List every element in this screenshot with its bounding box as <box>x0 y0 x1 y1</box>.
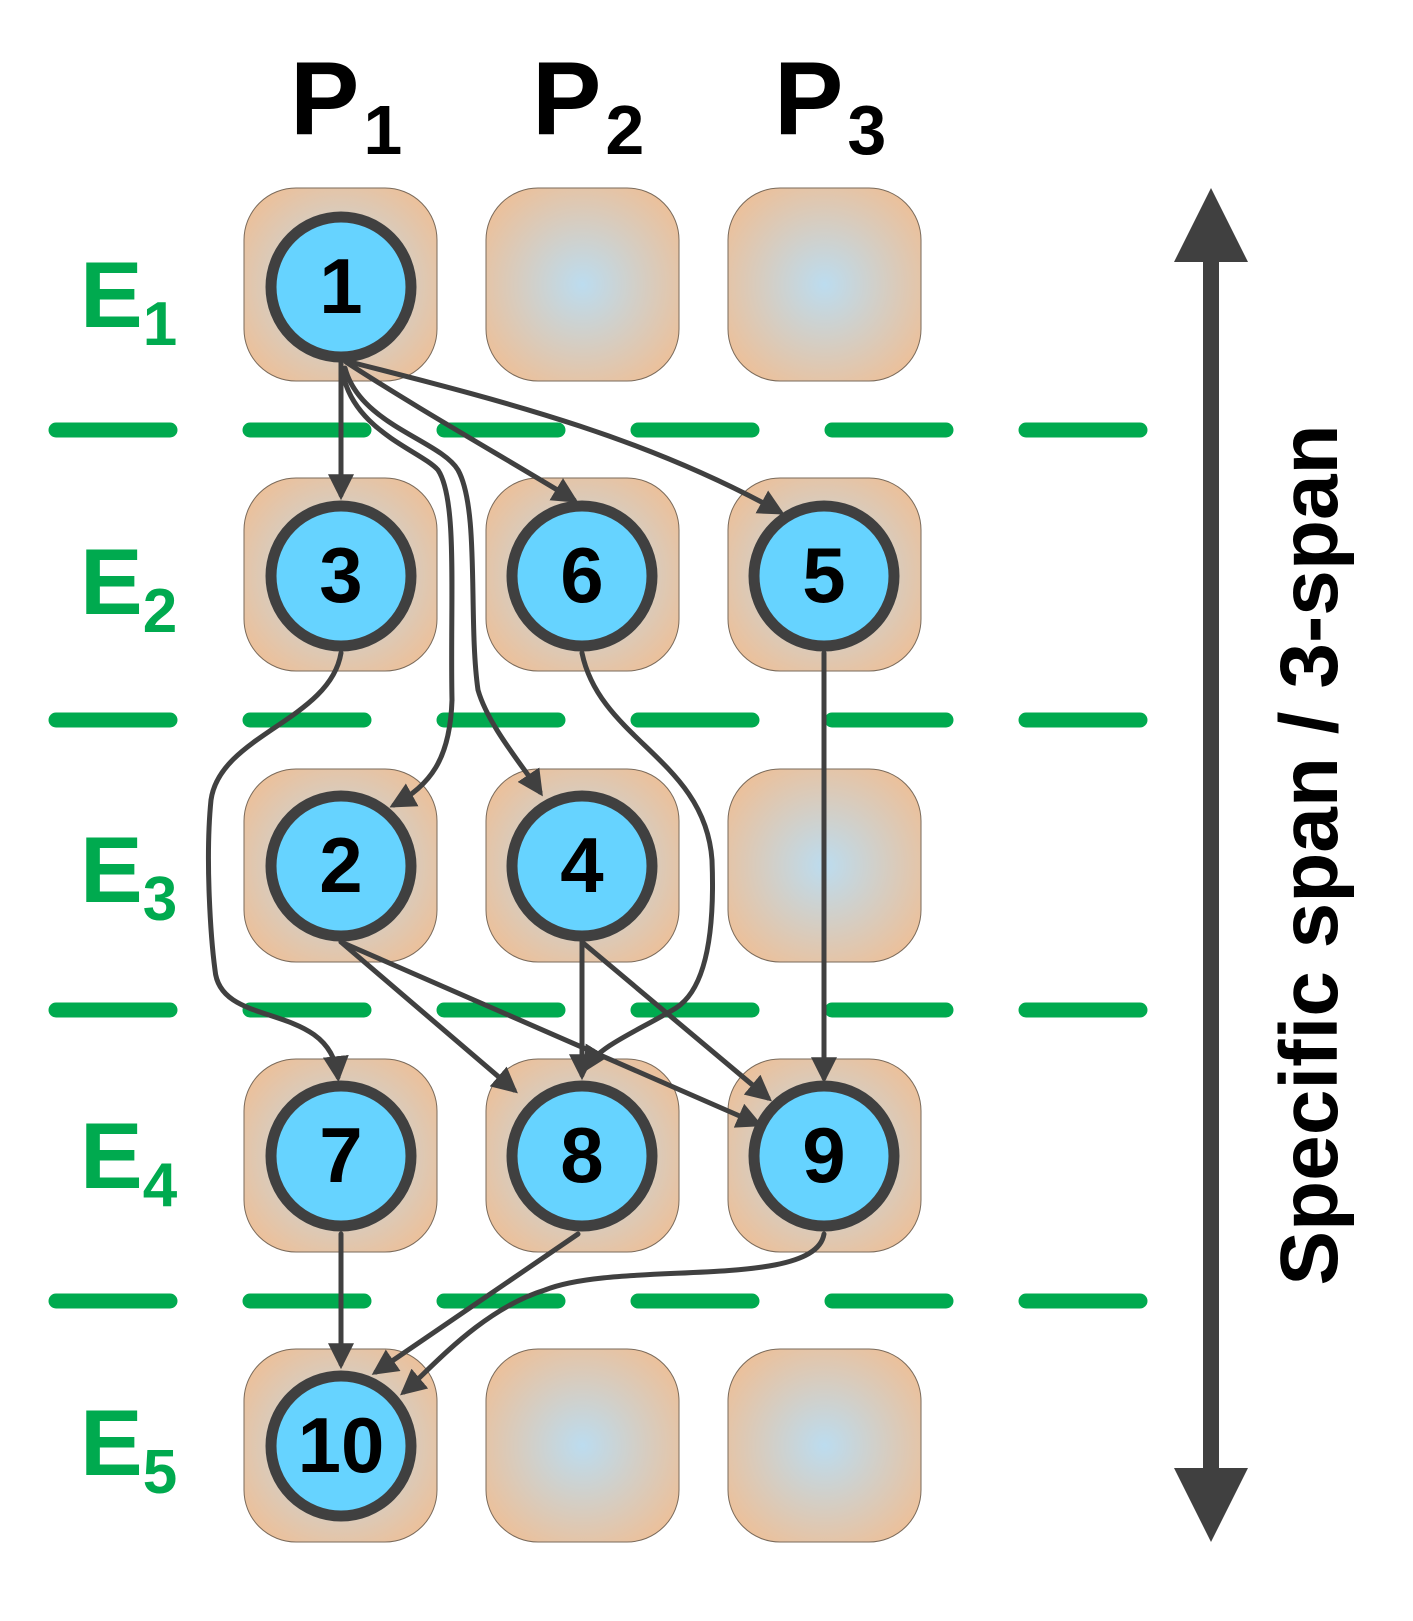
edge-8-to-10 <box>371 1231 581 1375</box>
row-label-e1: E1 <box>80 242 177 359</box>
node-label: 6 <box>560 531 603 619</box>
node-4: 4 <box>506 790 658 942</box>
node-label: 7 <box>319 1111 362 1199</box>
row-label-e3: E3 <box>80 817 177 934</box>
slot <box>727 187 922 382</box>
span-arrow-head-down <box>1174 1468 1248 1542</box>
span-arrow-head-up <box>1174 188 1248 262</box>
slot <box>485 1348 680 1543</box>
edges <box>205 359 837 1396</box>
slot <box>485 187 680 382</box>
node-circle <box>265 1370 417 1522</box>
node-8: 8 <box>506 1080 658 1232</box>
edge-6-to-8 <box>579 650 716 1073</box>
column-header-p1: P1 <box>290 41 402 169</box>
node-circle <box>265 1080 417 1232</box>
node-label: 4 <box>560 821 603 909</box>
node-circle <box>506 790 658 942</box>
node-circle <box>265 211 417 363</box>
node-label: 3 <box>319 531 362 619</box>
row-label-e5: E5 <box>80 1390 177 1507</box>
edge-2-to-9 <box>338 939 763 1128</box>
row-label-e2: E2 <box>80 529 177 646</box>
edge-1-to-5 <box>347 359 785 515</box>
node-label: 5 <box>802 531 845 619</box>
node-circle <box>748 1080 900 1232</box>
node-10: 10 <box>265 1370 417 1522</box>
span-label: Specific span / 3-span <box>1264 424 1355 1285</box>
node-label: 2 <box>319 821 362 909</box>
column-header-p3: P3 <box>774 41 886 169</box>
node-label: 8 <box>560 1111 603 1199</box>
node-1: 1 <box>265 211 417 363</box>
column-header-p2: P2 <box>532 41 644 169</box>
edge-1-to-4 <box>342 365 543 797</box>
node-label: 9 <box>802 1111 845 1199</box>
node-7: 7 <box>265 1080 417 1232</box>
node-5: 5 <box>748 500 900 652</box>
node-3: 3 <box>265 500 417 652</box>
slot <box>727 1348 922 1543</box>
node-circle <box>748 500 900 652</box>
node-circle <box>506 1080 658 1232</box>
span-arrow <box>1174 188 1248 1542</box>
edge-1-to-2 <box>339 365 455 808</box>
edge-9-to-10 <box>400 1231 827 1396</box>
node-circle <box>265 790 417 942</box>
node-label: 1 <box>319 242 362 330</box>
row-label-e4: E4 <box>80 1103 178 1220</box>
node-6: 6 <box>506 500 658 652</box>
node-circle <box>265 500 417 652</box>
node-2: 2 <box>265 790 417 942</box>
node-9: 9 <box>748 1080 900 1232</box>
edge-3-to-7 <box>205 650 349 1083</box>
node-circle <box>506 500 658 652</box>
edge-4-to-9 <box>579 939 772 1102</box>
node-label: 10 <box>298 1401 385 1489</box>
edge-1-to-6 <box>343 359 579 503</box>
edge-2-to-8 <box>338 939 518 1094</box>
